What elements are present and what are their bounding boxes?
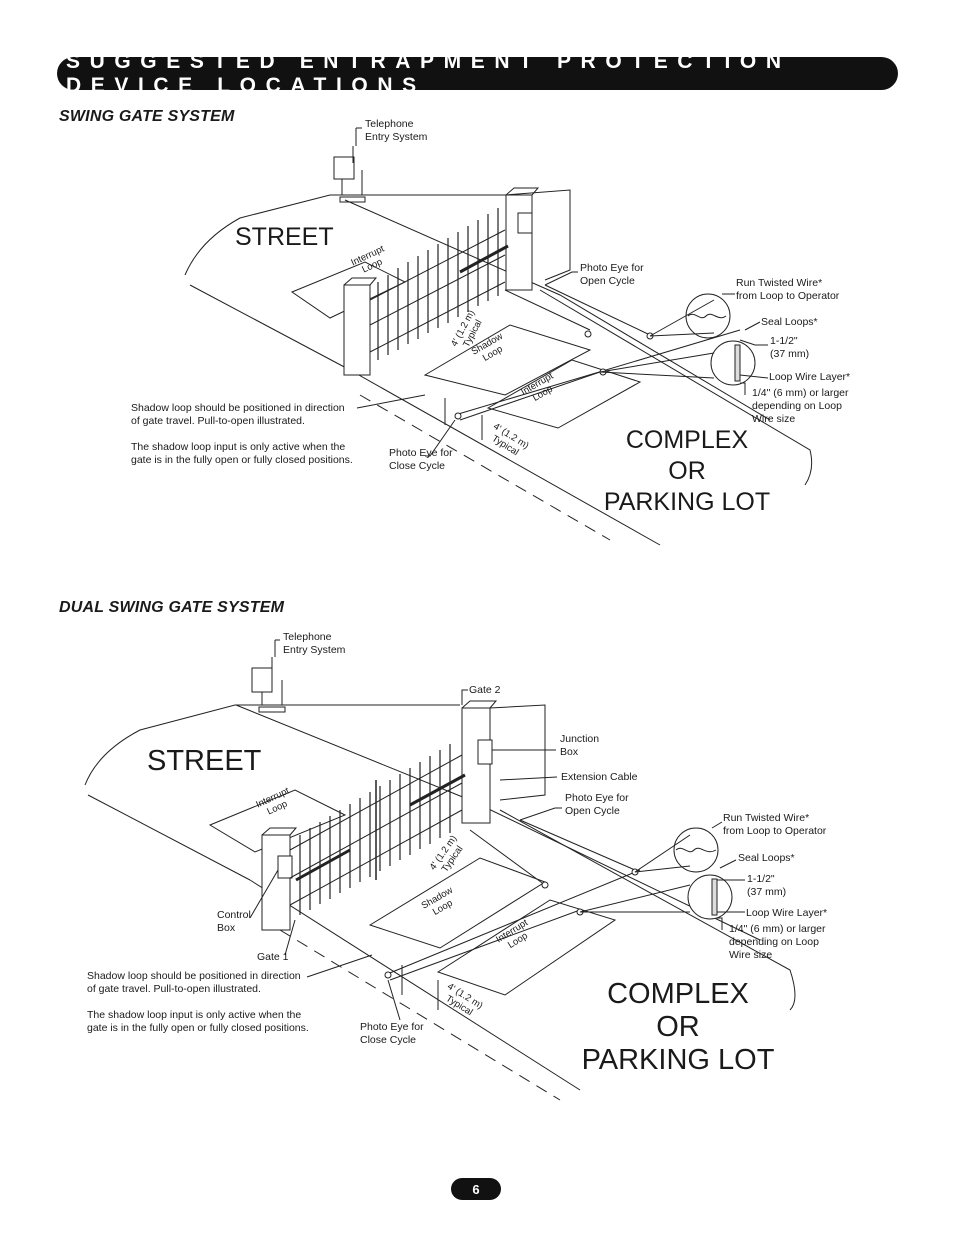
dual-complex-label: COMPLEX OR PARKING LOT bbox=[581, 978, 775, 1076]
page-title: SUGGESTED ENTRAPMENT PROTECTION DEVICE L… bbox=[66, 49, 791, 97]
right-pillar bbox=[505, 194, 533, 291]
swing-photo-eye-close-label: Photo Eye for Close Cycle bbox=[389, 447, 453, 472]
swing-depth-label: 1-1/2" (37 mm) bbox=[770, 335, 810, 360]
dual-telephone-label: Telephone Entry System bbox=[283, 631, 346, 656]
swing-photo-eye-open-label: Photo Eye for Open Cycle bbox=[580, 262, 644, 287]
dual-swing-gate-illustration bbox=[84, 639, 796, 1101]
dual-control-box-label: Control Box bbox=[217, 909, 251, 934]
page-number: 6 bbox=[451, 1178, 501, 1200]
interrupt-loop-lot bbox=[436, 899, 617, 996]
twisted-wire-detail bbox=[685, 293, 731, 339]
swing-wire-size-label: 1/4" (6 mm) or larger depending on Loop … bbox=[752, 387, 849, 425]
swing-shadow-note-1: Shadow loop should be positioned in dire… bbox=[131, 402, 345, 427]
page-header-banner: SUGGESTED ENTRAPMENT PROTECTION DEVICE L… bbox=[57, 50, 898, 97]
dual-photo-eye-close-label: Photo Eye for Close Cycle bbox=[360, 1021, 424, 1046]
interrupt-loop-street bbox=[208, 789, 347, 853]
swing-gate-section-title: SWING GATE SYSTEM bbox=[59, 108, 235, 125]
loop-section-detail bbox=[687, 874, 733, 920]
swing-shadow-note-2: The shadow loop input is only active whe… bbox=[131, 441, 353, 466]
dual-extension-cable-label: Extension Cable bbox=[561, 771, 638, 783]
telephone-entry-box bbox=[333, 156, 355, 180]
dual-gate-section-title: DUAL SWING GATE SYSTEM bbox=[59, 599, 285, 616]
control-box bbox=[277, 855, 293, 879]
swing-loop-wire-layer-label: Loop Wire Layer* bbox=[769, 371, 851, 383]
dual-gate1-label: Gate 1 bbox=[257, 951, 289, 963]
twisted-wire-detail bbox=[673, 827, 719, 873]
telephone-entry-box bbox=[251, 667, 273, 693]
swing-gate-illustration bbox=[184, 127, 813, 546]
dual-junction-box-label: Junction Box bbox=[560, 733, 600, 758]
dual-shadow-note-2: The shadow loop input is only active whe… bbox=[87, 1009, 309, 1034]
junction-box bbox=[517, 212, 533, 234]
dual-wire-size-label: 1/4" (6 mm) or larger depending on Loop … bbox=[729, 923, 826, 961]
dual-gate2-label: Gate 2 bbox=[469, 684, 501, 696]
junction-box bbox=[477, 739, 493, 765]
swing-complex-label: COMPLEX OR PARKING LOT bbox=[603, 426, 771, 516]
dual-run-twisted-wire-label: Run Twisted Wire* from Loop to Operator bbox=[723, 812, 827, 837]
dual-street-label: STREET bbox=[147, 745, 262, 777]
swing-seal-loops-label: Seal Loops* bbox=[761, 316, 818, 328]
swing-street-label: STREET bbox=[235, 223, 334, 251]
dual-seal-loops-label: Seal Loops* bbox=[738, 852, 795, 864]
interrupt-loop-lot bbox=[486, 359, 642, 429]
dual-photo-eye-open-label: Photo Eye for Open Cycle bbox=[565, 792, 629, 817]
swing-telephone-label: Telephone Entry System bbox=[365, 118, 428, 143]
left-pillar bbox=[261, 834, 291, 931]
dual-shadow-note-1: Shadow loop should be positioned in dire… bbox=[87, 970, 301, 995]
dual-depth-label: 1-1/2" (37 mm) bbox=[747, 873, 787, 898]
loop-section-detail bbox=[710, 340, 756, 386]
dual-loop-wire-layer-label: Loop Wire Layer* bbox=[746, 907, 828, 919]
right-pillar bbox=[461, 707, 491, 824]
shadow-loop bbox=[423, 324, 592, 396]
left-pillar bbox=[343, 284, 371, 376]
swing-run-twisted-wire-label: Run Twisted Wire* from Loop to Operator bbox=[736, 277, 840, 302]
